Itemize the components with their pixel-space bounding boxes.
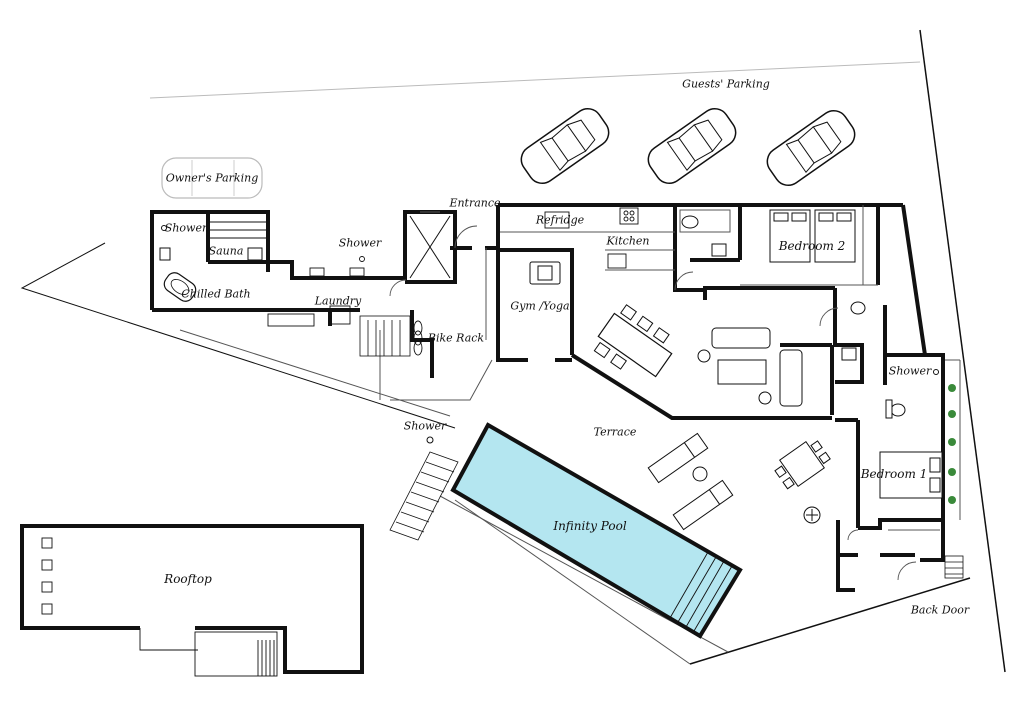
- dining-table-icon: [774, 440, 831, 490]
- sun-lounger-icon: [647, 432, 734, 531]
- staircase-icon: [944, 555, 964, 579]
- site-boundary: [20, 29, 1006, 673]
- toilet-icon: [159, 247, 171, 261]
- label-rooftop: Rooftop: [164, 572, 212, 586]
- label-terrace: Terrace: [593, 425, 637, 439]
- label-chilled-bath: Chilled Bath: [181, 287, 251, 301]
- treadmill-icon: [529, 261, 561, 285]
- infinity-pool: [450, 422, 743, 639]
- doors: [389, 225, 917, 581]
- label-refridge: Refridge: [535, 213, 585, 227]
- label-guests-parking: Guests' Parking: [682, 77, 770, 91]
- label-kitchen: Kitchen: [606, 234, 650, 248]
- toilet-icon: [850, 301, 939, 419]
- guests-parking-cars: [520, 107, 856, 187]
- shower-head-icon: [426, 436, 434, 444]
- car-icon: [766, 109, 856, 187]
- label-back-door: Back Door: [910, 603, 970, 617]
- label-entrance: Entrance: [449, 196, 501, 210]
- label-bedroom-1: Bedroom 1: [860, 467, 928, 481]
- lift-icon: [409, 215, 451, 279]
- label-shower-top-left: Shower: [164, 221, 208, 235]
- label-shower-corridor: Shower: [338, 236, 382, 250]
- shower-head-icon: [161, 225, 167, 231]
- staircase-icon: [389, 451, 459, 541]
- laundry-machines: [267, 305, 351, 327]
- label-gym-yoga: Gym /Yoga: [510, 299, 570, 313]
- kitchen-appliances: [544, 207, 639, 269]
- label-laundry: Laundry: [314, 294, 362, 308]
- bed-icon: [769, 209, 856, 263]
- label-shower-outdoor: Shower: [403, 419, 447, 433]
- plant-icon: [948, 384, 956, 504]
- sink-icon: [309, 256, 365, 277]
- rooftop: [20, 524, 364, 674]
- interior-lines: [379, 205, 961, 531]
- car-icon: [647, 107, 737, 185]
- car-icon: [161, 157, 263, 199]
- kitchen-island-icon: [593, 304, 673, 378]
- label-owners-parking: Owner's Parking: [165, 171, 259, 185]
- sauna-bench: [210, 221, 266, 261]
- sofa-icon: [697, 327, 857, 407]
- label-shower-right: Shower: [888, 364, 932, 378]
- bike-rack-icon: [413, 320, 423, 356]
- staircase-icon: [359, 315, 411, 357]
- rooftop-details: [41, 537, 278, 677]
- bbq-grill-icon: [803, 506, 821, 524]
- chilled-bath-icon: [163, 272, 197, 302]
- label-sauna: Sauna: [208, 244, 244, 258]
- label-bedroom-2: Bedroom 2: [778, 239, 846, 253]
- label-bike-rack: Bike Rack: [427, 331, 485, 345]
- car-icon: [520, 107, 610, 185]
- bed-icon: [879, 451, 943, 499]
- toilet-icon: [681, 215, 727, 257]
- label-infinity-pool: Infinity Pool: [553, 519, 627, 533]
